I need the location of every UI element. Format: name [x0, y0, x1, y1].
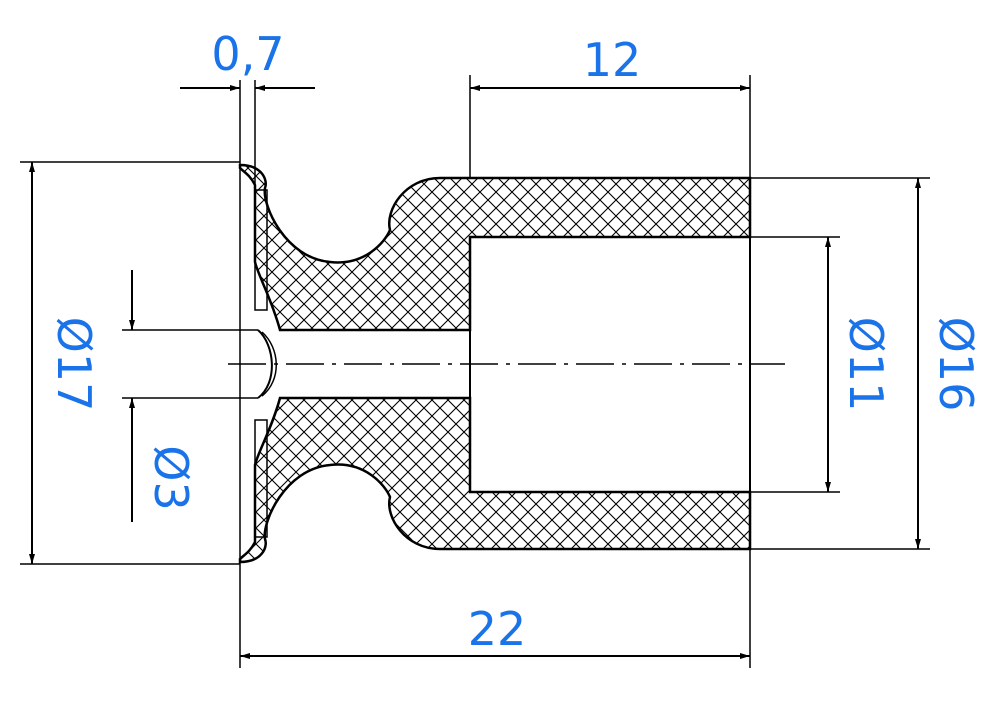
dim-hole-diameter: Ø3 [144, 445, 198, 510]
extension-lines [20, 75, 930, 668]
lip-slots [254, 189, 268, 538]
section-lower [238, 396, 752, 564]
dim-seal-thickness: 0,7 [211, 27, 284, 81]
dim-bore-depth: 12 [583, 33, 642, 87]
dimension-lines [29, 85, 921, 659]
section-upper [238, 163, 752, 332]
dim-body-diameter: Ø16 [929, 317, 983, 412]
dim-total-length: 22 [468, 602, 527, 656]
dim-bore-diameter: Ø11 [839, 317, 893, 412]
dim-outer-diameter-flange: Ø17 [47, 317, 101, 412]
